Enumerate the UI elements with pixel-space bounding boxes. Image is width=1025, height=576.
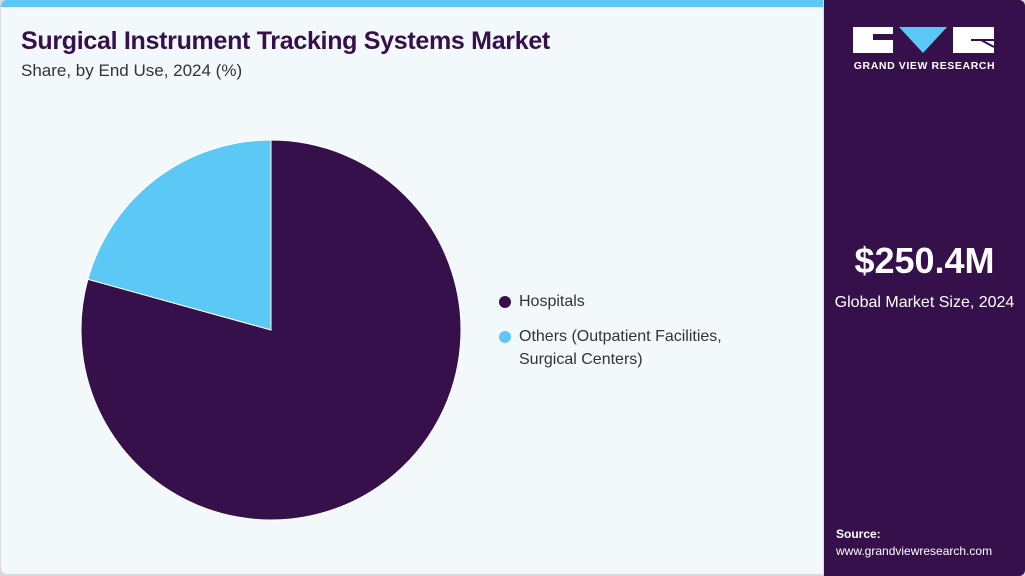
legend-item-others: Others (Outpatient Facilities, Surgical … [499,325,769,371]
chart-panel: Surgical Instrument Tracking Systems Mar… [1,0,823,574]
pie-chart [80,139,462,521]
accent-bar [1,0,823,7]
source: Source: www.grandviewresearch.com [836,526,992,560]
legend-item-hospitals: Hospitals [499,290,769,313]
legend: Hospitals Others (Outpatient Facilities,… [499,290,769,383]
pie-slice-others [87,139,272,331]
market-size-value: $250.4M [854,240,995,281]
chart-title: Surgical Instrument Tracking Systems Mar… [21,27,550,55]
chart-subtitle: Share, by End Use, 2024 (%) [21,61,243,80]
brand-name: GRAND VIEW RESEARCH [853,60,996,72]
source-label: Source: [836,527,881,541]
legend-swatch [499,331,511,343]
legend-label: Hospitals [519,293,585,310]
sidebar: GRAND VIEW RESEARCH $250.4M Global Marke… [824,0,1025,576]
grand-view-research-logo [853,27,995,53]
legend-label: Others (Outpatient Facilities, Surgical … [519,328,722,368]
legend-swatch [499,296,511,308]
source-link[interactable]: www.grandviewresearch.com [836,544,993,558]
market-size-label: Global Market Size, 2024 [834,294,1015,311]
